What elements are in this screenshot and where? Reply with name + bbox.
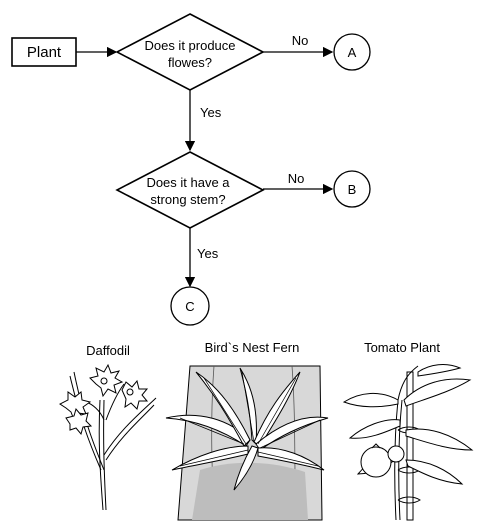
decision-stem xyxy=(115,151,265,229)
no-label-2: No xyxy=(288,171,305,186)
outcome-b-circle xyxy=(333,170,371,208)
flowchart xyxy=(11,13,371,326)
yes-label-1: Yes xyxy=(200,105,222,120)
tomato-plant-caption: Tomato Plant xyxy=(364,340,440,355)
decision-stem-line1: Does it have a xyxy=(146,175,230,190)
birds-nest-fern-caption: Bird`s Nest Fern xyxy=(205,340,300,355)
daffodil-illustration xyxy=(59,363,157,511)
outcome-a-label: A xyxy=(348,45,357,60)
start-label: Plant xyxy=(27,44,62,61)
no-label-1: No xyxy=(292,33,309,48)
yes-label-2: Yes xyxy=(197,246,219,261)
outcome-c-label: C xyxy=(185,299,194,314)
flowchart-labels: Plant Does it produce flowes? No A Yes D… xyxy=(27,33,357,314)
decision-stem-line2: strong stem? xyxy=(150,192,225,207)
outcome-c-circle xyxy=(170,286,210,326)
start-box xyxy=(11,37,77,67)
tomato-plant-illustration xyxy=(342,364,474,521)
birds-nest-fern-illustration xyxy=(165,365,329,521)
outcome-b-label: B xyxy=(348,182,357,197)
decision-flowers-line1: Does it produce xyxy=(144,38,235,53)
decision-flowers-line2: flowes? xyxy=(168,55,212,70)
outcome-a-circle xyxy=(333,33,371,71)
daffodil-caption: Daffodil xyxy=(86,343,130,358)
